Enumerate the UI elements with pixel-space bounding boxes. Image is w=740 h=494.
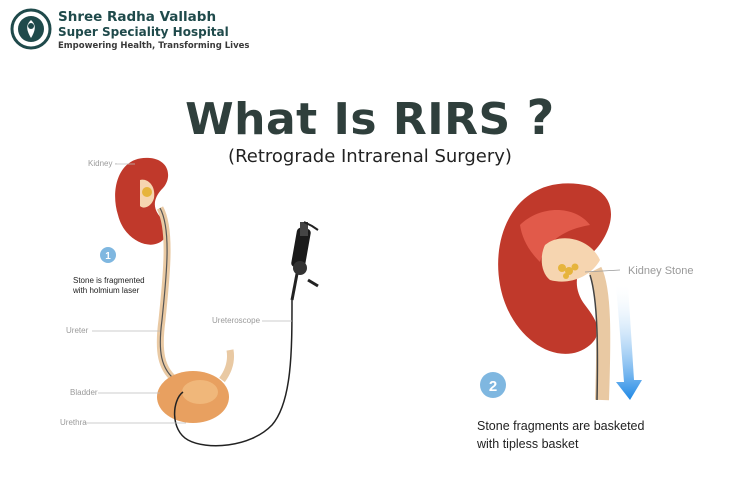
hospital-tagline: Empowering Health, Transforming Lives bbox=[58, 41, 250, 51]
kidney-label: Kidney - bbox=[88, 159, 118, 168]
hospital-logo-icon bbox=[10, 8, 52, 50]
urethra-label: Urethra bbox=[60, 418, 87, 427]
step-1-text-line1: Stone is fragmented bbox=[73, 276, 145, 285]
ureteroscope-device bbox=[290, 221, 319, 301]
page-subtitle: (Retrograde Intrarenal Surgery) bbox=[228, 146, 512, 167]
step-2-text-line2: with tipless basket bbox=[476, 437, 579, 451]
hospital-name-line2: Super Speciality Hospital bbox=[58, 25, 229, 39]
left-diagram: Kidney - 1 Stone is fragmented with holm… bbox=[60, 157, 319, 447]
kidney-stone bbox=[558, 263, 579, 279]
direction-arrow bbox=[616, 285, 642, 400]
title-text: What Is RIRS bbox=[185, 94, 511, 145]
step-1-number: 1 bbox=[105, 251, 111, 262]
bladder-label: Bladder bbox=[70, 388, 98, 397]
brand-block: Shree Radha Vallabh Super Speciality Hos… bbox=[58, 9, 249, 52]
ureter-label: Ureter bbox=[66, 326, 89, 335]
page-title: What Is RIRS ? bbox=[0, 90, 740, 146]
step-2-text-line1: Stone fragments are basketed bbox=[477, 419, 645, 433]
right-diagram: Kidney Stone 2 Stone fragments are baske… bbox=[476, 183, 693, 451]
step-1-text-line2: with holmium laser bbox=[72, 286, 140, 295]
step-2-badge bbox=[480, 372, 506, 398]
step-2-number: 2 bbox=[489, 378, 497, 395]
hospital-name-line1: Shree Radha Vallabh bbox=[58, 9, 217, 25]
kidney-stone-label: Kidney Stone bbox=[628, 265, 693, 277]
step-1-badge bbox=[100, 247, 116, 263]
ureteroscope-label: Ureteroscope bbox=[212, 316, 261, 325]
title-question-mark: ? bbox=[526, 90, 555, 146]
